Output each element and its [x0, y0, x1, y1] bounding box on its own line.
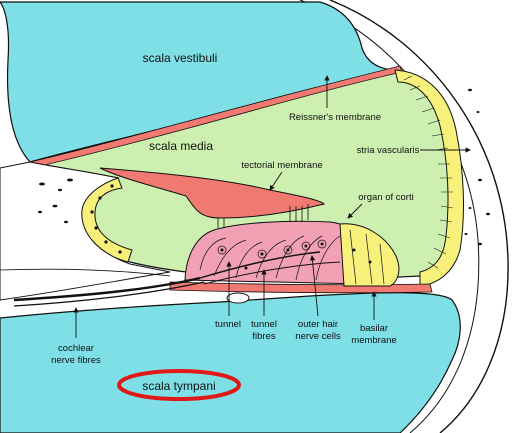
label-outer-hair-line2: nerve cells: [295, 331, 341, 342]
label-tectorial-membrane: tectorial membrane: [241, 160, 322, 171]
label-tunnel-fibres-line1: tunnel: [251, 319, 277, 330]
label-basilar-line2: membrane: [351, 335, 396, 346]
bony-wall-outer: [329, 0, 509, 433]
label-organ-of-corti: organ of corti: [358, 192, 413, 203]
cochlear-nerve-fibres: [0, 251, 341, 307]
leader-lines: [73, 75, 471, 338]
corti-cell-outlines: [199, 229, 385, 285]
limbus-cell-dots: [90, 184, 122, 254]
tectorial-membrane: [99, 167, 325, 219]
bone-dots: [38, 178, 73, 224]
label-basilar-line1: basilar: [360, 323, 388, 334]
osseous-spiral-lamina: [0, 161, 171, 301]
stereocilia: [217, 204, 309, 228]
label-scala-media: scala media: [149, 139, 213, 153]
bony-wall-inner: [299, 0, 480, 433]
label-scala-tympani: scala tympani: [142, 379, 215, 393]
corti-nuclei: [220, 242, 372, 270]
label-tunnel: tunnel: [215, 319, 241, 330]
label-tunnel-fibres-line2: fibres: [252, 331, 275, 342]
spiral-vessel: [226, 292, 250, 304]
basilar-membrane: [169, 281, 433, 294]
label-stria-vascularis: stria vascularis: [357, 145, 420, 156]
label-outer-hair-line1: outer hair: [298, 319, 338, 330]
scala-tympani-region: [0, 292, 461, 433]
scala-tympani-highlight: [117, 369, 241, 401]
label-scala-vestibuli: scala vestibuli: [143, 51, 218, 65]
label-reissners-membrane: Reissner's membrane: [289, 112, 381, 123]
stria-cells: [403, 75, 454, 269]
outer-bone-dots: [464, 88, 490, 246]
label-cochlear-line2: nerve fibres: [51, 355, 101, 366]
label-cochlear-line1: cochlear: [58, 343, 94, 354]
